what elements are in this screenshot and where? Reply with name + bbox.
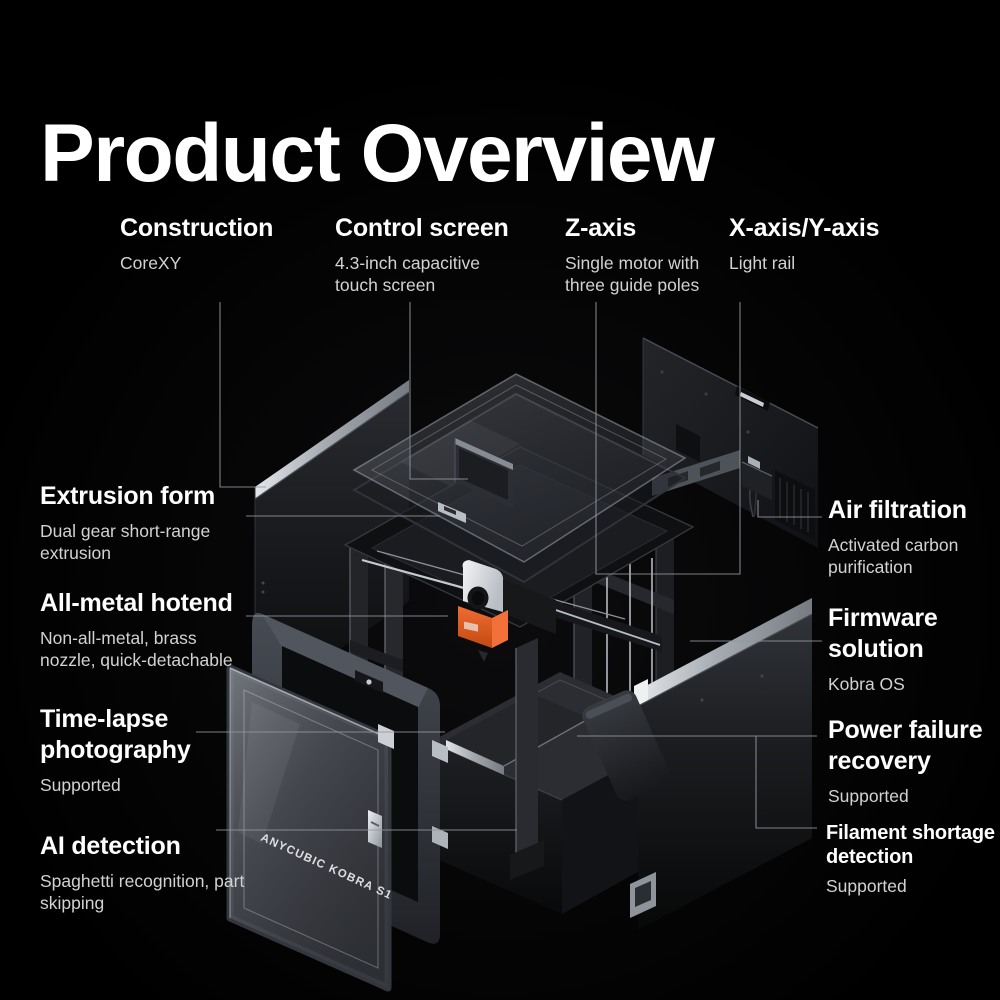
glass-door: ANYCUBIC KOBRA S1 — [226, 664, 394, 992]
dryer-box — [582, 690, 671, 801]
leader-control-screen — [409, 302, 468, 480]
door-hinge-top — [378, 724, 394, 749]
page-title: Product Overview — [40, 107, 715, 199]
feature-power-failure: Power failure recovery Supported — [828, 715, 1000, 807]
left-panel-rail — [255, 380, 409, 499]
feature-title: Filament shortage detection — [826, 822, 995, 868]
door-hinge-upper — [432, 740, 448, 763]
feature-description: Kobra OS — [828, 674, 905, 694]
door-frame-top-bar — [262, 614, 428, 708]
feature-title: Power failure recovery — [828, 716, 983, 775]
feature-description: CoreXY — [120, 253, 182, 273]
front-right-post — [516, 638, 538, 862]
touch-screen — [454, 438, 513, 508]
feature-ai-detection: AI detection Spaghetti recognition, part… — [40, 831, 255, 914]
door-handle — [368, 810, 382, 848]
leader-lines — [196, 302, 822, 831]
feature-title: AI detection — [40, 832, 181, 860]
feature-title: Control screen — [335, 214, 509, 242]
feature-title: Extrusion form — [40, 482, 215, 510]
feature-extrusion-form: Extrusion form Dual gear short-range ext… — [40, 481, 255, 564]
feature-timelapse: Time-lapse photography Supported — [40, 704, 220, 796]
feature-air-filtration: Air filtration Activated carbon purifica… — [828, 495, 993, 578]
feature-title: Construction — [120, 214, 274, 242]
leader-air-filtration — [757, 500, 822, 518]
print-head — [458, 560, 556, 662]
door-hinge-lower — [432, 826, 448, 849]
feature-description: Light rail — [729, 253, 796, 273]
right-panel-rail — [638, 598, 812, 706]
feature-construction: Construction CoreXY — [120, 213, 310, 274]
feature-title: All-metal hotend — [40, 589, 233, 617]
feature-xy-axis: X-axis/Y-axis Light rail — [729, 213, 909, 274]
feature-description: Activated carbon purification — [828, 535, 959, 578]
leader-construction — [219, 302, 266, 488]
feature-title: Firmware solution — [828, 604, 938, 663]
feature-title: Air filtration — [828, 496, 967, 524]
glass-lid-assembly — [351, 373, 688, 584]
leader-z-and-xy-axis — [595, 302, 741, 575]
feature-description: Single motor with three guide poles — [565, 253, 700, 296]
feature-description: 4.3-inch capacitive touch screen — [335, 253, 480, 296]
right-side-panel — [582, 598, 813, 930]
air-filter-unit — [741, 456, 773, 518]
feature-description: Non-all-metal, brass nozzle, quick-detac… — [40, 628, 233, 671]
feature-title: Time-lapse photography — [40, 705, 191, 764]
feature-description: Dual gear short-range extrusion — [40, 521, 211, 564]
feature-title: Z-axis — [565, 214, 637, 242]
glass-lid — [352, 373, 687, 563]
feature-all-metal-hotend: All-metal hotend Non-all-metal, brass no… — [40, 588, 265, 671]
leader-filament — [755, 736, 817, 829]
feature-description: Supported — [40, 775, 121, 795]
vent-slats — [779, 478, 809, 532]
nozzle — [478, 650, 488, 662]
feature-description: Supported — [826, 876, 907, 896]
feature-title: X-axis/Y-axis — [729, 214, 880, 242]
feature-description: Spaghetti recognition, part skipping — [40, 871, 245, 914]
feature-control-screen: Control screen 4.3-inch capacitive touch… — [335, 213, 525, 296]
feature-z-axis: Z-axis Single motor with three guide pol… — [565, 213, 740, 296]
feature-description: Supported — [828, 786, 909, 806]
feature-filament-shortage: Filament shortage detection Supported — [826, 821, 1000, 897]
feature-firmware: Firmware solution Kobra OS — [828, 603, 978, 695]
